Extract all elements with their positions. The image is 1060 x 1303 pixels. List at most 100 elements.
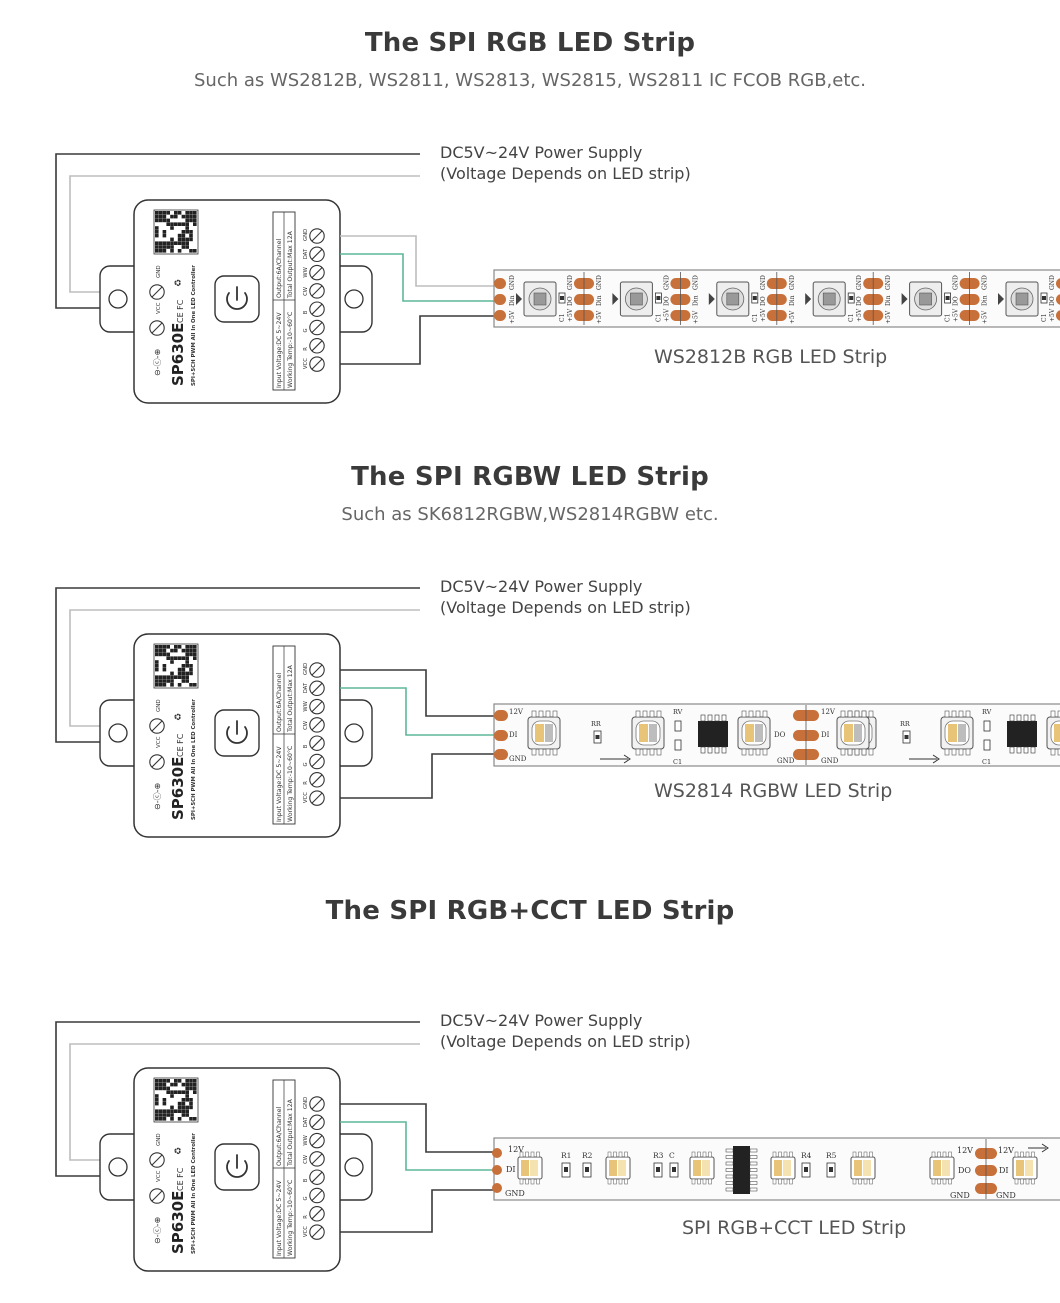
qr-module xyxy=(174,1090,178,1094)
qr-module xyxy=(155,679,159,683)
led-pin xyxy=(748,710,754,718)
qr-module xyxy=(181,1105,186,1110)
pad-label: 12V xyxy=(821,708,836,716)
pad-label: RV xyxy=(982,708,992,716)
qr-module xyxy=(155,230,159,234)
pad-label: DO xyxy=(760,296,767,306)
qr-module xyxy=(181,1090,186,1094)
qr-module xyxy=(162,241,167,245)
qr-module xyxy=(155,1117,159,1121)
ic-pin xyxy=(725,1181,734,1185)
ic-pin xyxy=(707,746,713,754)
led-pin xyxy=(649,710,655,718)
led-pin xyxy=(965,710,971,718)
ic-pin xyxy=(721,714,727,722)
led-pin xyxy=(545,710,551,718)
led-pin xyxy=(755,748,761,756)
direction-arrow-icon xyxy=(612,293,619,305)
qr-module xyxy=(177,1101,182,1106)
qr-module xyxy=(155,226,159,230)
spec-total-output: Total Output:Max 12A xyxy=(287,1098,294,1167)
capacitor xyxy=(674,739,682,751)
power-supply-line2: (Voltage Depends on LED strip) xyxy=(440,164,691,183)
screw-slot xyxy=(311,358,323,370)
resistor-body xyxy=(564,1167,568,1172)
qr-module xyxy=(189,249,193,253)
led-pin xyxy=(840,710,846,718)
qr-module xyxy=(177,683,182,687)
qr-module xyxy=(166,245,170,249)
power-wires xyxy=(55,587,420,743)
led-pin xyxy=(656,748,662,756)
warm-white-die xyxy=(933,1160,941,1176)
input-terminal-label: VCC xyxy=(156,736,162,748)
pad-label: GND xyxy=(982,275,989,290)
qr-module xyxy=(189,237,193,242)
led-pin xyxy=(789,1178,793,1185)
qr-module xyxy=(166,241,170,245)
qr-module xyxy=(170,1094,174,1098)
qr-module xyxy=(174,214,178,219)
qr-module xyxy=(185,664,189,668)
qr-code-icon xyxy=(153,209,199,255)
qr-module xyxy=(158,675,163,679)
qr-module xyxy=(193,652,197,657)
solder-pad xyxy=(492,1148,502,1158)
led-pin xyxy=(1050,710,1056,718)
pad-label: DI xyxy=(509,731,518,739)
cool-white-die xyxy=(702,1160,710,1176)
qr-module xyxy=(177,667,182,672)
led-pin xyxy=(1031,1178,1035,1185)
resistor-body xyxy=(595,735,600,739)
led-pin xyxy=(854,748,860,756)
qr-module xyxy=(181,1109,186,1113)
rgb-die xyxy=(545,724,553,742)
spec-working-temp: Working Temp:-10~60°C xyxy=(286,312,294,388)
pad-label: R3 xyxy=(653,1151,664,1160)
output-terminal-label: B xyxy=(303,1178,309,1182)
led-pin xyxy=(958,710,964,718)
qr-module xyxy=(181,671,186,676)
output-terminal-label: CW xyxy=(303,286,309,296)
pad-label: Din xyxy=(789,295,796,306)
power-supply-line1: DC5V~24V Power Supply xyxy=(440,577,643,596)
pad-label: GND xyxy=(777,757,795,765)
led-pin xyxy=(937,1178,941,1185)
mount-hole-icon xyxy=(108,1157,128,1177)
screw-slot xyxy=(311,303,323,315)
led-pin xyxy=(772,1151,777,1158)
qr-module xyxy=(166,1086,170,1091)
qr-module xyxy=(189,214,193,219)
led-pin xyxy=(697,1151,701,1158)
ic-pin xyxy=(707,714,713,722)
output-terminal-label: R xyxy=(303,781,309,785)
qr-module xyxy=(170,249,174,253)
qr-module xyxy=(170,245,174,249)
led-pin xyxy=(697,1178,701,1185)
qr-module xyxy=(185,675,189,679)
qr-module xyxy=(181,656,186,660)
led-pin xyxy=(951,748,957,756)
qr-module xyxy=(155,1101,159,1106)
qr-module xyxy=(162,1109,167,1113)
capacitor-body xyxy=(656,296,661,300)
led-pin xyxy=(536,1151,540,1158)
qr-module xyxy=(162,648,167,653)
qr-module xyxy=(185,660,189,664)
screw-slot xyxy=(151,1154,163,1166)
output-terminal-label: DAT xyxy=(303,1116,309,1127)
qr-module xyxy=(185,1090,189,1094)
led-pin xyxy=(702,1178,707,1185)
qr-module xyxy=(185,1113,189,1117)
qr-module xyxy=(166,679,170,683)
qr-module xyxy=(189,230,193,234)
recycle-icon: ♻ xyxy=(174,713,184,721)
qr-module xyxy=(181,675,186,679)
warm-white-die xyxy=(609,1160,617,1176)
led-pin xyxy=(778,1151,782,1158)
qr-module xyxy=(174,1082,178,1087)
cool-white-die xyxy=(942,1160,950,1176)
controller-model: SP630E xyxy=(169,757,187,820)
capacitor-body xyxy=(1042,296,1046,300)
screw-slot xyxy=(151,286,163,298)
